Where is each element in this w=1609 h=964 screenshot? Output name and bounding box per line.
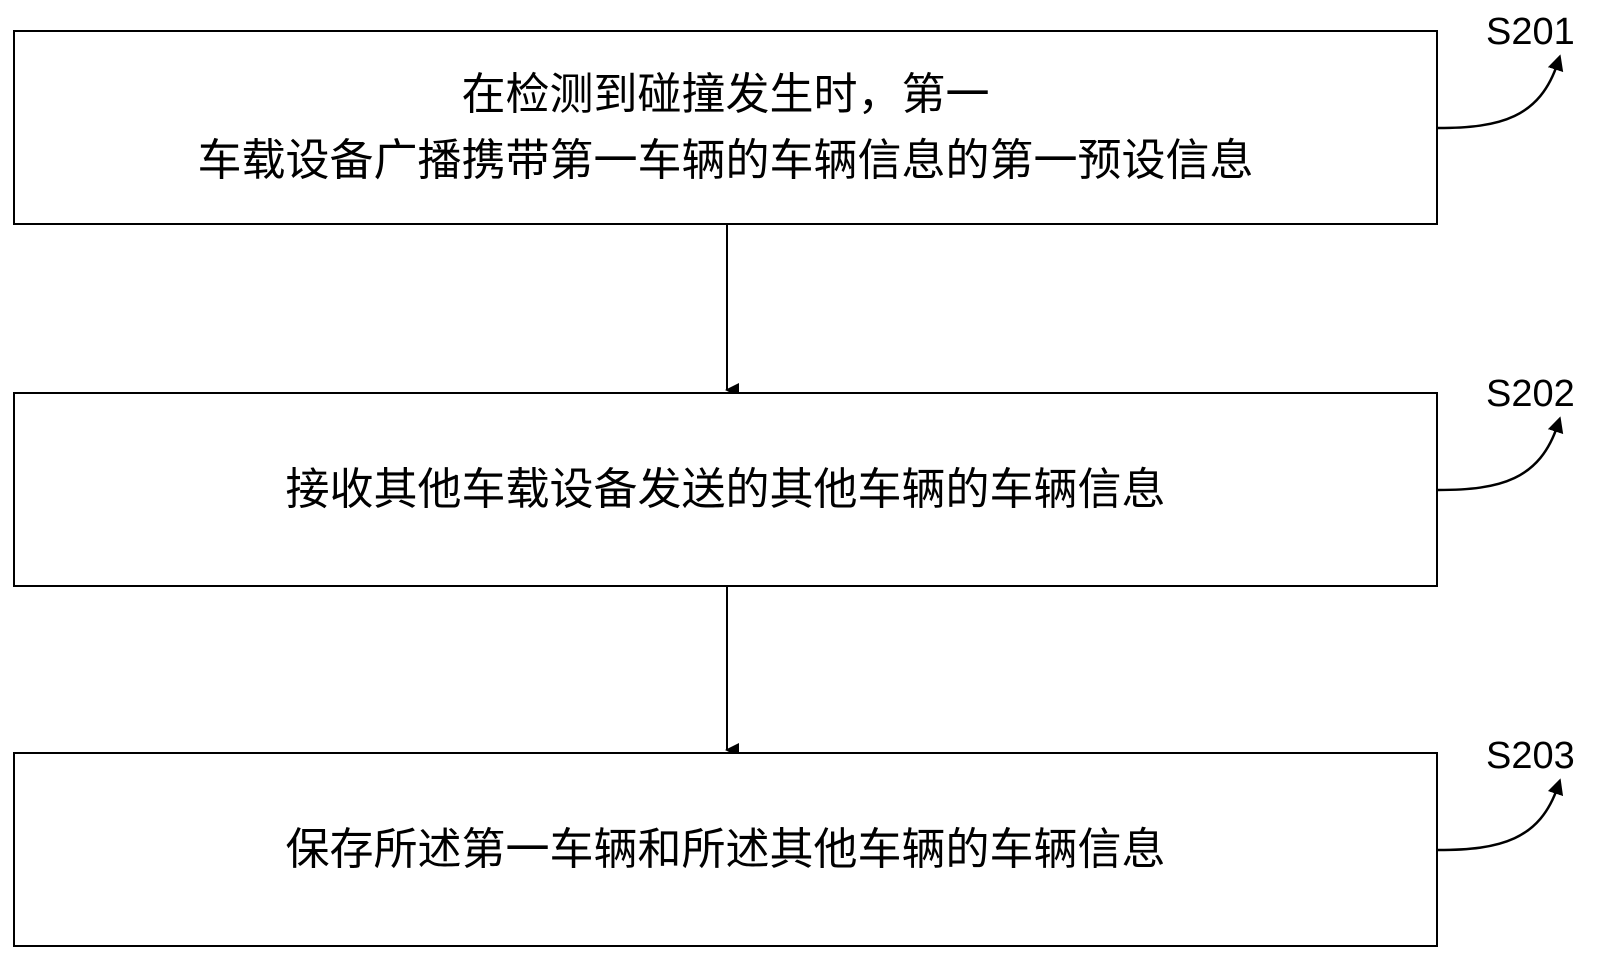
step-box-s202: 接收其他车载设备发送的其他车辆的车辆信息 [13,392,1438,587]
leader-s201 [1437,54,1564,130]
leader-s202 [1437,416,1564,492]
step-label-s201: S201 [1486,11,1575,53]
step-box-s203: 保存所述第一车辆和所述其他车辆的车辆信息 [13,752,1438,947]
step-s201-line-2: 车载设备广播携带第一车辆的车辆信息的第一预设信息 [197,134,1254,186]
leader-s203 [1437,778,1564,852]
step-s202-line-1: 接收其他车载设备发送的其他车辆的车辆信息 [285,463,1166,515]
step-s203-line-1: 保存所述第一车辆和所述其他车辆的车辆信息 [285,823,1166,875]
step-label-s203: S203 [1486,735,1575,777]
step-s201-line-1: 在检测到碰撞发生时，第一 [461,68,990,120]
step-label-s202: S202 [1486,373,1575,415]
step-box-s201: 在检测到碰撞发生时，第一 车载设备广播携带第一车辆的车辆信息的第一预设信息 [13,30,1438,225]
